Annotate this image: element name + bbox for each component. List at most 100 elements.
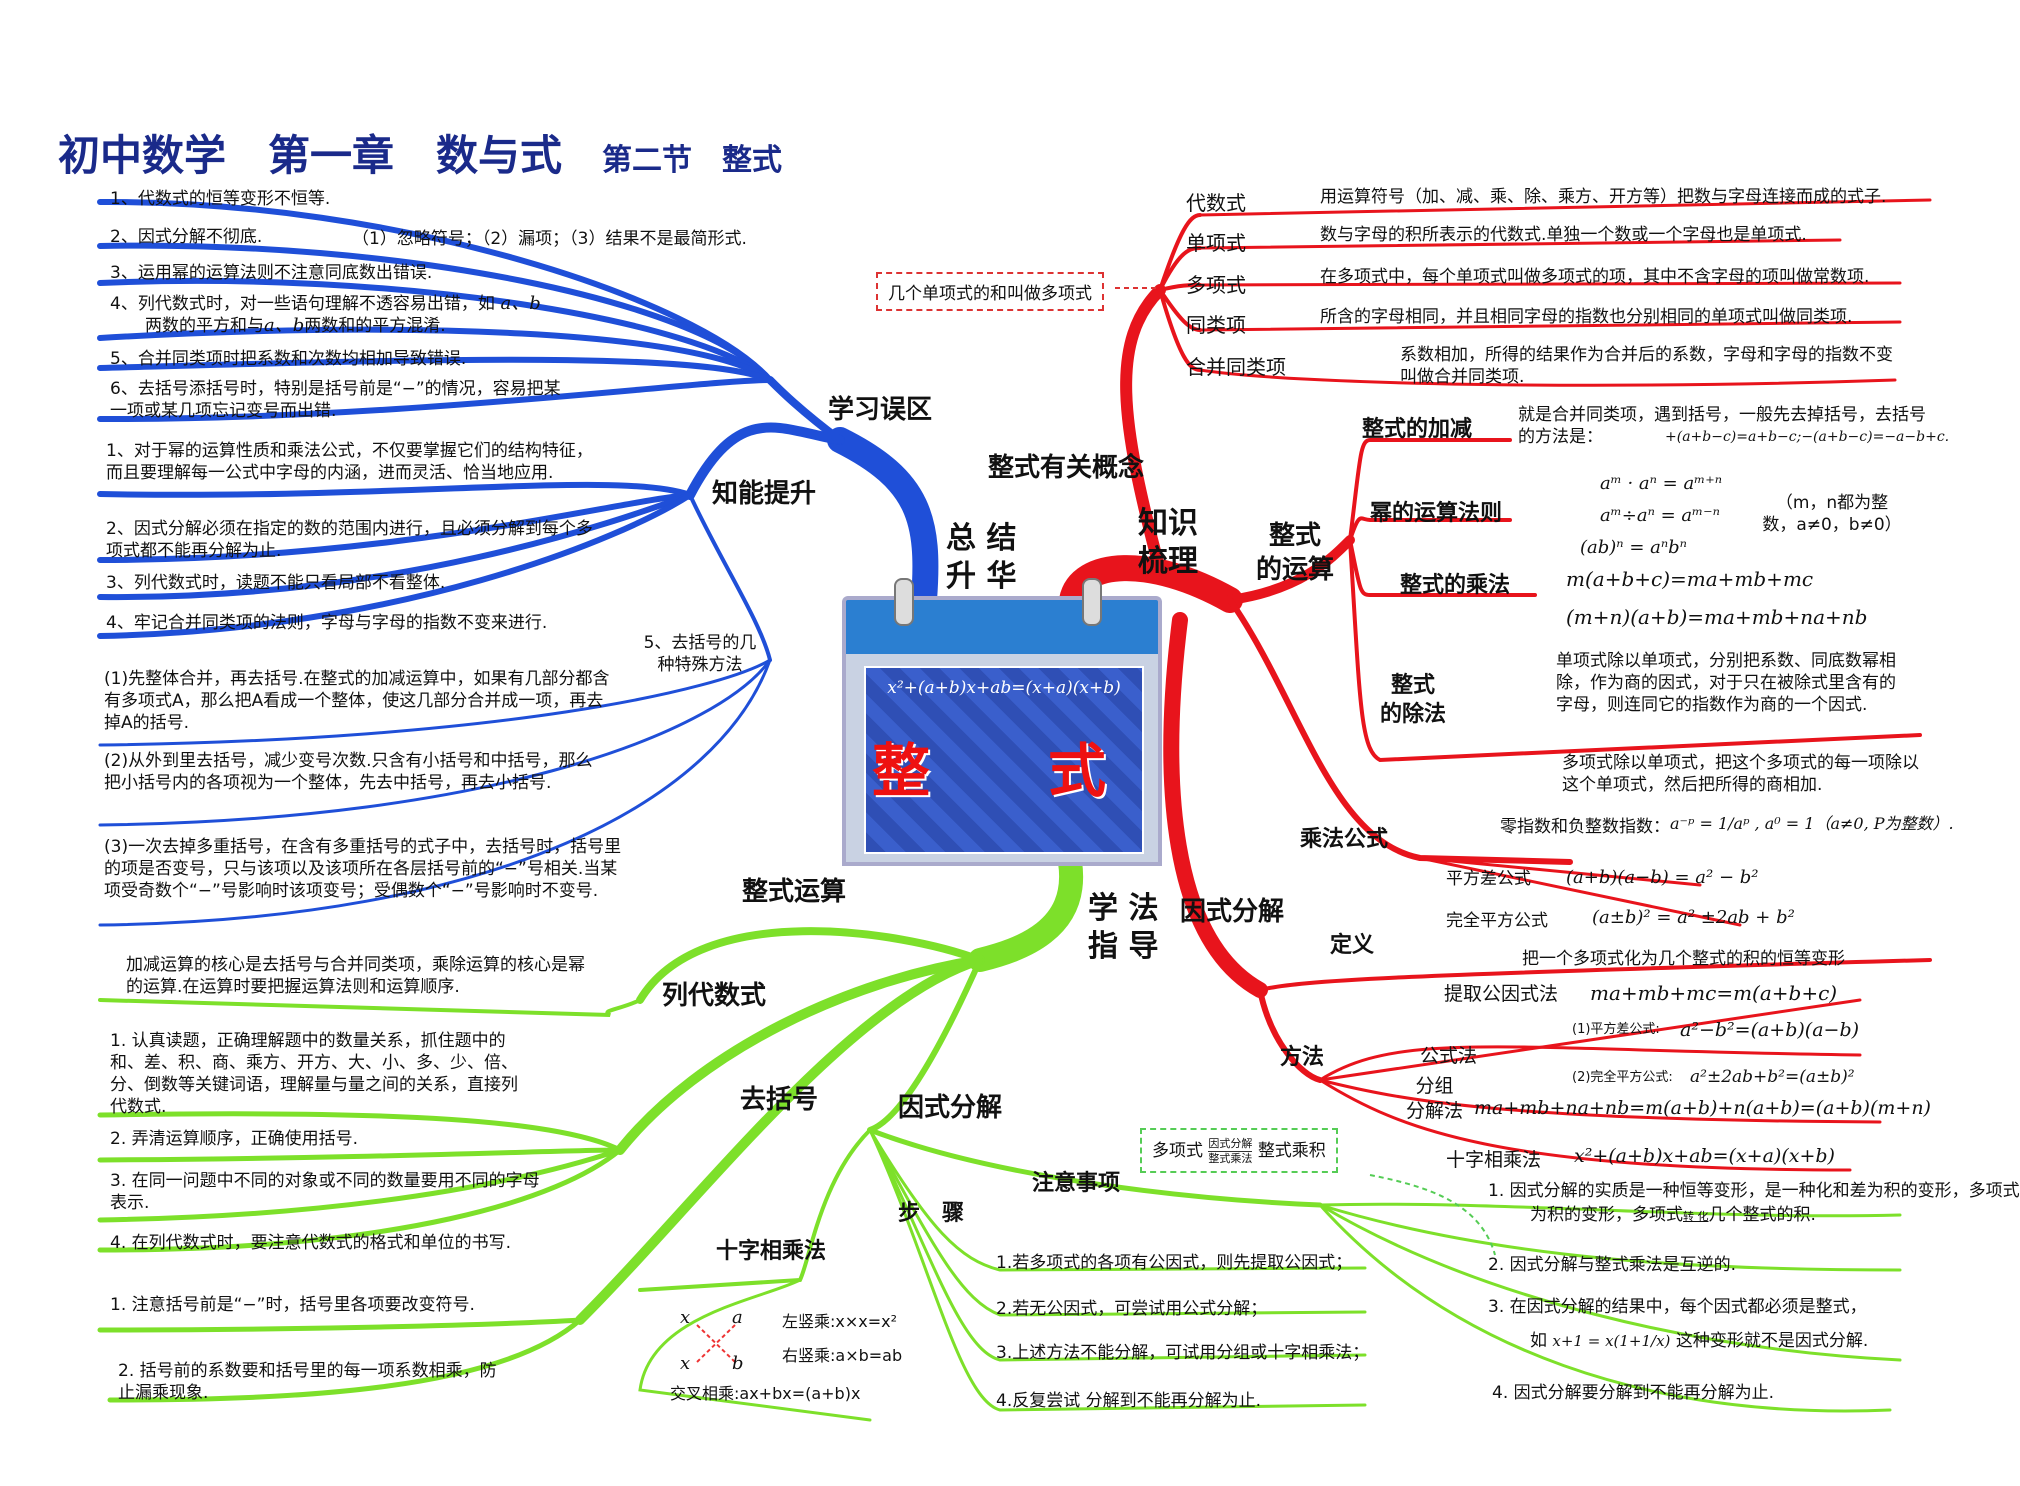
label-jiajian: 整式的加减 (1362, 417, 1473, 442)
zhuyi-item-3b: 如 x+1 = x(1+1/x) 这种变形就不是因式分解. (1530, 1331, 1869, 1351)
branch-green-liedaishu (615, 955, 985, 1155)
formula-chufa-3: a⁻ᵖ = 1/aᵖ , a⁰ = 1（a≠0, P为整数）. (1670, 814, 1954, 833)
label-zhineng-tisheng: 知能提升 (712, 479, 817, 509)
binder-ring-right (1082, 578, 1102, 626)
liedaishu-item-1: 1. 认真读题，正确理解题中的数量关系，抓住题中的和、差、积、商、乘方、开方、大… (110, 1031, 518, 1118)
label-zhengshi-yunsuan: 整式运算 (742, 877, 847, 907)
note-hunili: 多项式 因式分解 整式乘法 整式乘积 (1140, 1128, 1338, 1173)
zhuyi-item-2: 2. 因式分解与整式乘法是互逆的. (1488, 1255, 1737, 1275)
formula-chengfa-2: (m+n)(a+b)=ma+mb+na+nb (1566, 605, 1868, 629)
buzhou-item-3: 3.上述方法不能分解，可试用分组或十字相乘法； (996, 1343, 1370, 1363)
label-fenzu: 分组 分解法 (1406, 1075, 1464, 1122)
branch-red-yunsuan (1225, 535, 1355, 605)
desc-dingyi: 把一个多项式化为几个整式的积的恒等变形 (1522, 949, 1845, 969)
center-formula: x²+(a+b)x+ab=(x+a)(x+b) (887, 678, 1121, 698)
desc-danxiangshi: 数与字母的积所表示的代数式.单独一个数或一个字母也是单项式. (1320, 225, 1807, 245)
zhuyi-item-4: 4. 因式分解要分解到不能再分解为止. (1492, 1383, 1775, 1403)
formula-fenzu: ma+mb+na+nb=m(a+b)+n(a+b)=(a+b)(m+n) (1474, 1097, 1931, 1119)
desc-zhengshi-yunsuan: 加减运算的核心是去括号与合并同类项，乘除运算的核心是幂的运算.在运算时要把握运算… (126, 955, 585, 998)
wuqu-item-2-detail: （1）忽略符号；（2）漏项；（3）结果不是最简形式. (352, 229, 747, 249)
zhuyi-item-1a: 1. 因式分解的实质是一种恒等变形，是一种化和差为积的变形，多项式 (1488, 1181, 2020, 1201)
formula-mi-1: aᵐ · aⁿ = aᵐ⁺ⁿ (1600, 473, 1723, 494)
gongshifa-p2: (2)完全平方公式: (1572, 1070, 1673, 1085)
liedaishu-item-3: 3. 在同一问题中不同的对象或不同的数量要用不同的字母表示. (110, 1171, 540, 1214)
wuqu-item-4: 4、列代数式时，对一些语句理解不透容易出错，如 a、b (110, 293, 541, 314)
label-tiqu: 提取公因式法 (1444, 983, 1559, 1005)
qukuohao-item-1: 1. 注意括号前是“−”时，括号里各项要改变符号. (110, 1295, 475, 1315)
center-topic-card: x²+(a+b)x+ab=(x+a)(x+b) 整 式 (842, 578, 1162, 866)
hub-xuefa: 学 法 指 导 (1088, 891, 1159, 964)
label-gongshi: 乘法公式 (1300, 827, 1389, 852)
label-fangfa: 方法 (1280, 1045, 1325, 1070)
formula-mi-2: aᵐ÷aⁿ = aᵐ⁻ⁿ (1600, 505, 1720, 526)
cross-a: a (732, 1307, 743, 1328)
page-title: 初中数学 第一章 数与式 第二节 整式 (58, 122, 782, 183)
buzhou-item-1: 1.若多项式的各项有公因式，则先提取公因式； (996, 1253, 1353, 1273)
term-danxiangshi: 单项式 (1186, 231, 1246, 255)
label-xuexi-wuqu: 学习误区 (828, 395, 933, 425)
branch-red-gainian (1120, 284, 1166, 576)
branch-blue-zhineng (685, 422, 845, 500)
label-mi: 幂的运算法则 (1370, 501, 1503, 526)
label-yunsuan: 整式 的运算 (1256, 521, 1335, 585)
desc-daishushi: 用运算符号（加、减、乘、除、乘方、开方等）把数与字母连接而成的式子. (1320, 187, 1887, 207)
term-tongleixiang: 同类项 (1186, 313, 1246, 337)
liedaishu-item-2: 2. 弄清运算顺序，正确使用括号. (110, 1129, 359, 1149)
shizi-right: 右竖乘:a×b=ab (782, 1346, 903, 1365)
branch-red-yinshi (1163, 612, 1268, 998)
label-buzhou: 步 骤 (898, 1201, 965, 1226)
label-yinshi-red: 因式分解 (1180, 897, 1285, 927)
qukuohao-item-2: 2. 括号前的系数要和括号里的每一项系数相乘，防止漏乘现象. (118, 1361, 497, 1404)
desc-hebing: 系数相加，所得的结果作为合并后的系数，字母和字母的指数不变叫做合并同类项. (1400, 345, 1893, 388)
note-duoxiangshi: 几个单项式的和叫做多项式 (876, 272, 1104, 311)
wuqu-item-5: 5、合并同类项时把系数和次数均相加导致错误. (110, 349, 467, 369)
card-panel: x²+(a+b)x+ab=(x+a)(x+b) 整 式 (864, 666, 1144, 854)
label-chengfa: 整式的乘法 (1400, 573, 1511, 598)
wuqu-item-2: 2、因式分解不彻底. (110, 227, 263, 247)
wuqu-item-4b: 两数的平方和与a、b两数和的平方混淆. (145, 315, 446, 336)
zhineng-item-2: 2、因式分解必须在指定的数的范围内进行，且必须分解到每个多项式都不能再分解为止. (106, 519, 593, 562)
label-liedaishu: 列代数式 (662, 981, 767, 1011)
label-chufa: 整式 的除法 (1380, 673, 1447, 727)
cross-x2: x (680, 1353, 691, 1374)
formula-jiajian: +(a+b−c)=a+b−c;−(a+b−c)=−a−b+c. (1665, 429, 1950, 445)
branch-blue-wuqu (766, 376, 844, 444)
desc-chufa-2: 多项式除以单项式，把这个多项式的每一项除以这个单项式，然后把所得的商相加. (1562, 753, 1919, 796)
branch-green-trunk (968, 850, 1084, 972)
label-qukuohao-special: 5、去括号的几种特殊方法 (643, 633, 757, 676)
branch-green-yinshi (867, 957, 983, 1133)
title-main: 初中数学 第一章 数与式 (58, 131, 563, 180)
term-duoxiangshi: 多项式 (1186, 273, 1246, 297)
center-label: 整 式 (871, 737, 1136, 805)
zhineng-item-3: 3、列代数式时，读题不能只看局部不看整体. (106, 573, 446, 593)
desc-tongleixiang: 所含的字母相同，并且相同字母的指数也分别相同的单项式叫做同类项. (1320, 307, 1853, 327)
term-daishushi: 代数式 (1186, 191, 1246, 215)
label-gongshifa: 公式法 (1420, 1045, 1478, 1067)
desc-jiajian: 就是合并同类项，遇到括号，一般先去掉括号，去括号的方法是： (1518, 405, 1926, 448)
wuqu-item-6: 6、去括号添括号时，特别是括号前是“−”的情况，容易把某一项或某几项忘记变号而出… (110, 379, 561, 422)
formula-gongshifa-2: a²±2ab+b²=(a±b)² (1690, 1067, 1855, 1087)
branch-blue-trunk (827, 427, 939, 613)
formula-tiqu: ma+mb+mc=m(a+b+c) (1590, 981, 1838, 1005)
zhineng-item-1: 1、对于幂的运算性质和乘法公式，不仅要掌握它们的结构特征，而且要理解每一公式中字… (106, 441, 593, 484)
title-sub: 第二节 整式 (602, 143, 783, 178)
hub-zhishi: 知识 梳理 (1138, 506, 1198, 579)
wuqu-item-1: 1、代数式的恒等变形不恒等. (110, 189, 331, 209)
formula-wanquanpingfang: (a±b)² = a² ±2ab + b² (1592, 907, 1795, 928)
branch-red-trunk (1059, 555, 1243, 613)
buzhou-item-2: 2.若无公因式，可尝试用公式分解； (996, 1299, 1268, 1319)
label-pingfangcha: 平方差公式 (1446, 869, 1531, 889)
cross-line-1 (696, 1324, 736, 1363)
shizi-cross: 交叉相乘:ax+bx=(a+b)x (670, 1384, 861, 1403)
term-hebing: 合并同类项 (1186, 355, 1286, 379)
binder-ring-left (894, 578, 914, 626)
desc-chufa-1: 单项式除以单项式，分别把系数、同底数幂相除，作为商的因式，对于只在被除式里含有的… (1556, 651, 1896, 716)
qukuohao-special-1: (1)先整体合并，再去括号.在整式的加减运算中，如果有几部分都含有多项式A，那么… (104, 669, 610, 734)
cross-line-2 (696, 1324, 736, 1363)
zhuyi-item-1b: 为积的变形，多项式转 化几个整式的积. (1530, 1205, 1816, 1225)
zhineng-item-4: 4、牢记合并同类项的法则，字母与字母的指数不变来进行. (106, 613, 548, 633)
label-shizi-red: 十字相乘法 (1446, 1149, 1542, 1171)
mi-condition: （m，n都为整数，a≠0，b≠0） (1762, 493, 1902, 536)
branch-green-yunsuan (636, 927, 984, 1004)
